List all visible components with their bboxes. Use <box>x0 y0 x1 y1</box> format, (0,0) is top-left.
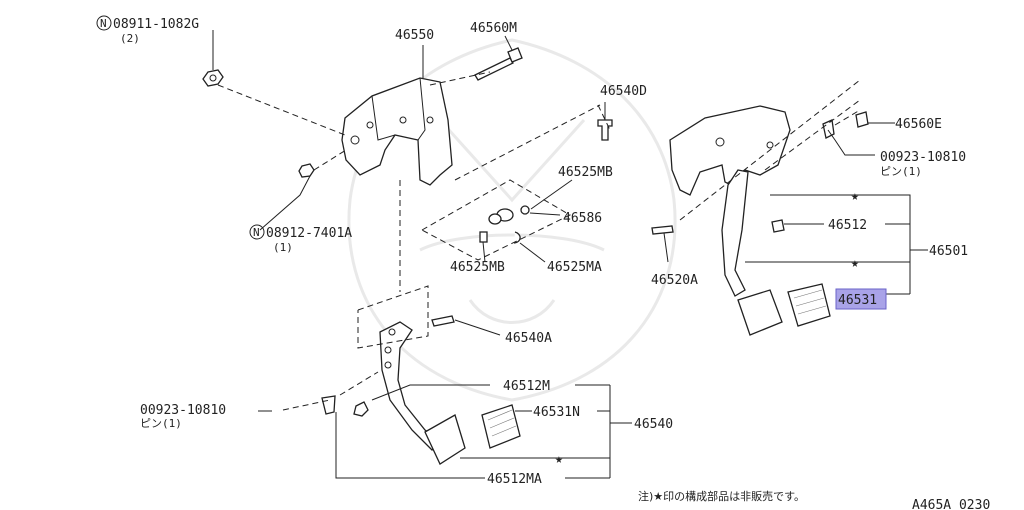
dashed-guides <box>217 71 861 411</box>
bolt-46560M-drawing <box>474 47 523 81</box>
callout-08912-qty: (1) <box>273 241 293 254</box>
nut-symbol-1: N <box>96 15 112 31</box>
callout-46512[interactable]: 46512 <box>828 218 867 233</box>
callout-08911-1082G[interactable]: 08911-1082G <box>113 17 199 32</box>
callout-00923-left-sub: ピン(1) <box>140 417 182 430</box>
callout-00923-10810-right[interactable]: 00923-10810 <box>880 150 966 165</box>
callout-08912-7401A[interactable]: 08912-7401A <box>266 226 352 241</box>
brake-pedal-drawing <box>651 105 869 336</box>
callout-08911-qty: (2) <box>120 32 140 45</box>
callout-46531[interactable]: 46531 <box>838 293 877 308</box>
star-mark-1: ★ <box>851 189 859 204</box>
callout-46531-highlight <box>835 288 887 310</box>
callout-46512MA[interactable]: 46512MA <box>487 472 542 487</box>
callout-46540[interactable]: 46540 <box>634 417 673 432</box>
nut-symbol-2: N <box>249 224 265 240</box>
diagram-code: A465A 0230 <box>912 498 990 510</box>
pedal-bracket-drawing <box>341 77 453 186</box>
callout-46586[interactable]: 46586 <box>563 211 602 226</box>
nut-symbol-letter-2: N <box>253 226 260 239</box>
callout-46501[interactable]: 46501 <box>929 244 968 259</box>
clutch-pedal-drawing <box>321 315 521 465</box>
callout-46525MB-bottom[interactable]: 46525MB <box>450 260 505 275</box>
callout-46540A[interactable]: 46540A <box>505 331 552 346</box>
nut-08912-drawing <box>298 163 315 178</box>
callout-46560M[interactable]: 46560M <box>470 21 517 36</box>
callout-46531N[interactable]: 46531N <box>533 405 580 420</box>
star-mark-2: ★ <box>851 256 859 271</box>
callout-46560E[interactable]: 46560E <box>895 117 942 132</box>
callout-46540D[interactable]: 46540D <box>600 84 647 99</box>
callout-46520A[interactable]: 46520A <box>651 273 698 288</box>
leader-lines <box>212 30 928 479</box>
nut-drawing <box>202 69 224 87</box>
callout-00923-10810-left[interactable]: 00923-10810 <box>140 403 226 418</box>
callout-46525MA[interactable]: 46525MA <box>547 260 602 275</box>
callout-46512M[interactable]: 46512M <box>503 379 550 394</box>
callout-46525MB-top[interactable]: 46525MB <box>558 165 613 180</box>
nut-symbol-letter: N <box>100 17 107 30</box>
star-mark-3: ★ <box>555 452 563 467</box>
callout-46550[interactable]: 46550 <box>395 28 434 43</box>
spring-parts-drawing <box>479 205 530 244</box>
callout-00923-right-sub: ピン(1) <box>880 165 922 178</box>
bolt-46540D-drawing <box>597 119 613 141</box>
footer-note: 注)★印の構成部品は非販売です。 <box>638 489 805 503</box>
